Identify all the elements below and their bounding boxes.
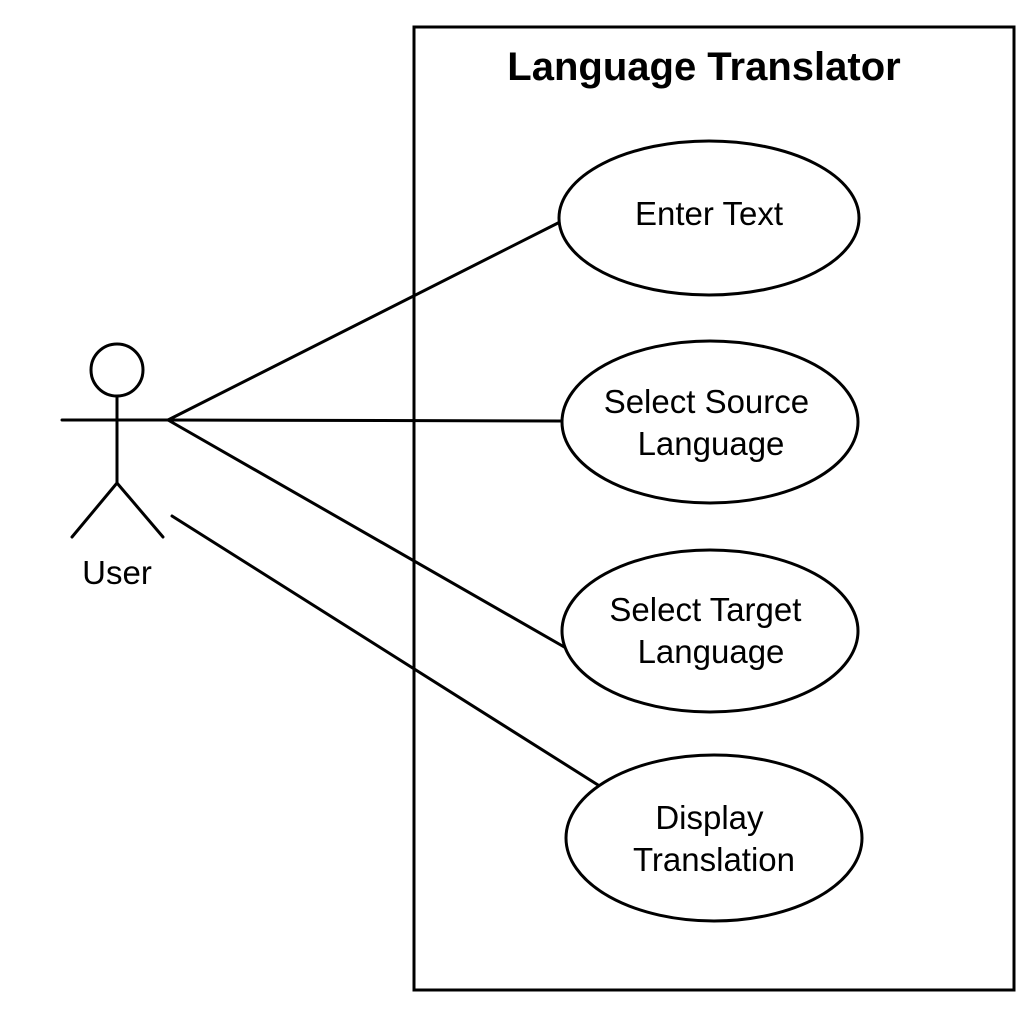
use-case-label-line: Select Source [604, 383, 809, 420]
use-case-label: Select Target Language [609, 591, 810, 670]
actor-left-leg [70, 481, 119, 539]
association-enter-text [166, 221, 560, 422]
use-case-label-line: Translation [633, 841, 795, 878]
system-boundary-box [412, 25, 1016, 992]
association-display-translation [170, 514, 600, 787]
use-case-ellipse [557, 139, 861, 297]
use-case-label-line: Select Target [609, 591, 801, 628]
use-case-display-translation: Display Translation [564, 753, 864, 923]
actor-right-leg [115, 481, 165, 539]
use-case-label-line: Display [655, 799, 764, 836]
use-case-select-source-language: Select Source Language [560, 339, 860, 505]
use-case-ellipse [564, 753, 864, 923]
system-boundary: Language Translator [412, 25, 1016, 992]
system-title: Language Translator [507, 45, 900, 89]
association-select-source-language [166, 418, 564, 423]
use-case-label-line: Enter Text [635, 195, 783, 232]
use-case-ellipse [560, 339, 860, 505]
actor-head [89, 342, 145, 398]
use-case-label: Display Translation [633, 799, 795, 878]
use-case-label: Enter Text [635, 195, 783, 232]
association-select-target-language [166, 418, 568, 650]
actor-label: User [82, 554, 152, 591]
use-case-label-line: Language [638, 425, 785, 462]
actor-user: User [60, 342, 174, 591]
use-case-enter-text: Enter Text [557, 139, 861, 297]
associations [166, 221, 600, 787]
use-case-label-line: Language [638, 633, 785, 670]
use-case-ellipse [560, 548, 860, 714]
use-case-label: Select Source Language [604, 383, 819, 462]
use-case-select-target-language: Select Target Language [560, 548, 860, 714]
